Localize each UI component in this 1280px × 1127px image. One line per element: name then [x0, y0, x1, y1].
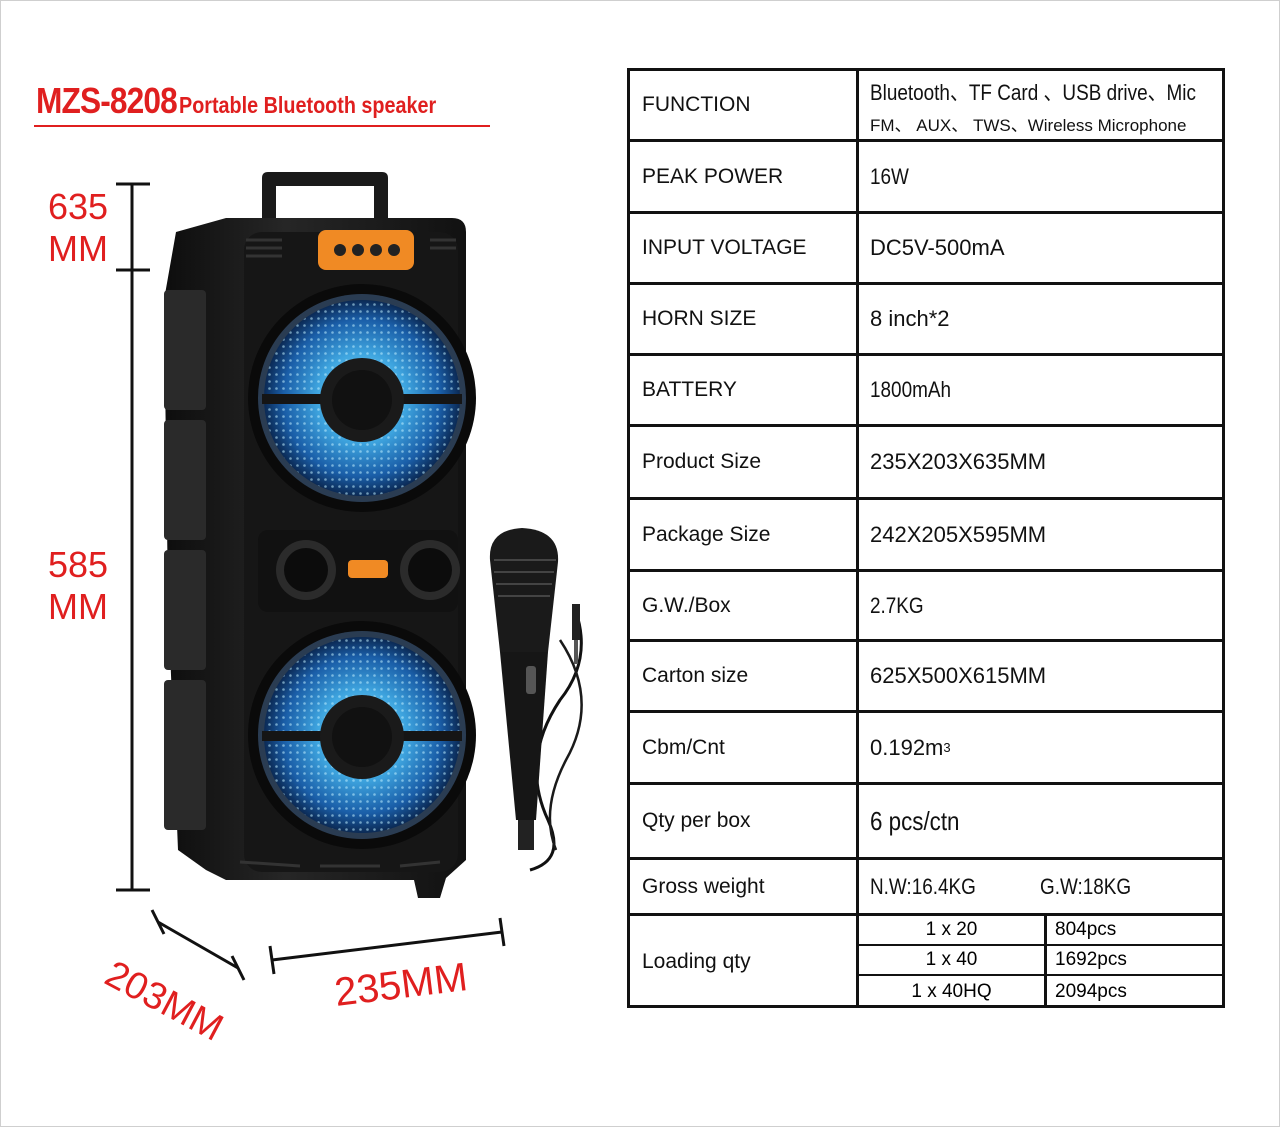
spec-row-gw-box: G.W./Box 2.7KG: [630, 572, 1222, 642]
body-dimension-value: 585: [47, 544, 109, 585]
height-dimension-line: [116, 182, 150, 892]
spec-table: FUNCTION Bluetooth、TF Card 、USB drive、Mi…: [627, 68, 1225, 1008]
spec-key: HORN SIZE: [642, 307, 757, 330]
spec-row-carton-size: Carton size 625X500X615MM: [630, 642, 1222, 713]
top-dimension-unit: MM: [48, 228, 108, 269]
spec-key: FUNCTION: [642, 93, 751, 116]
lower-woofer: [248, 621, 476, 849]
product-title: MZS-8208 Portable Bluetooth speaker: [36, 80, 478, 122]
loading-qty: 2094pcs: [1055, 981, 1127, 1002]
function-line-1: Bluetooth、TF Card 、USB drive、Mic: [870, 79, 1196, 105]
spec-key: Gross weight: [642, 874, 765, 898]
spec-row-loading-qty: Loading qty 1 x 20 804pcs 1 x 40 1692pcs…: [630, 916, 1222, 1008]
spec-row-qty: Qty per box 6 pcs/ctn: [630, 785, 1222, 860]
spec-value: 6 pcs/ctn: [870, 805, 960, 836]
cbm-value: 0.192m: [870, 734, 944, 760]
loading-row: 1 x 40HQ 2094pcs: [859, 976, 1222, 1008]
spec-value: 16W: [870, 163, 909, 189]
spec-key: INPUT VOLTAGE: [642, 236, 807, 259]
loading-subtable: 1 x 20 804pcs 1 x 40 1692pcs 1 x 40HQ 20…: [859, 916, 1222, 1008]
loading-row: 1 x 40 1692pcs: [859, 946, 1222, 976]
control-panel: [318, 230, 414, 270]
spec-value: 625X500X615MM: [870, 663, 1047, 688]
loading-container: 1 x 40: [925, 949, 978, 970]
spec-key: G.W./Box: [642, 593, 731, 617]
spec-row-peak-power: PEAK POWER 16W: [630, 142, 1222, 214]
cbm-exponent: 3: [943, 740, 951, 755]
width-dimension-line: [268, 917, 506, 975]
spec-key: Package Size: [642, 522, 771, 546]
product-illustration: [116, 172, 583, 981]
product-subtitle: Portable Bluetooth speaker: [178, 92, 436, 118]
body-dimension-label: 585 MM: [30, 544, 126, 628]
spec-row-battery: BATTERY 1800mAh: [630, 356, 1222, 427]
loading-qty: 1692pcs: [1055, 949, 1127, 970]
function-line-2: FM、 AUX、 TWS、Wireless Microphone: [870, 115, 1187, 135]
spec-value: Bluetooth、TF Card 、USB drive、Mic FM、 AUX…: [870, 71, 1220, 139]
body-dimension-unit: MM: [48, 586, 108, 627]
spec-row-function: FUNCTION Bluetooth、TF Card 、USB drive、Mi…: [630, 71, 1222, 142]
spec-value: 235X203X635MM: [870, 449, 1047, 474]
loading-container: 1 x 40HQ: [911, 981, 992, 1002]
microphone-image: [489, 528, 583, 872]
spec-row-package-size: Package Size 242X205X595MM: [630, 500, 1222, 572]
spec-key: BATTERY: [642, 378, 737, 401]
spec-row-product-size: Product Size 235X203X635MM: [630, 427, 1222, 500]
loading-qty: 804pcs: [1055, 919, 1117, 940]
model-number: MZS-8208: [36, 80, 178, 121]
loading-container: 1 x 20: [925, 919, 978, 940]
spec-value: 1800mAh: [870, 377, 952, 402]
speaker-image: [164, 172, 476, 898]
depth-dimension-line: [150, 909, 246, 981]
top-dimension-label: 635 MM: [30, 186, 126, 270]
spec-key: PEAK POWER: [642, 164, 784, 188]
spec-key: Qty per box: [642, 809, 751, 832]
bass-ports: [258, 530, 460, 612]
spec-value: 242X205X595MM: [870, 521, 1047, 547]
spec-row-horn-size: HORN SIZE 8 inch*2: [630, 285, 1222, 356]
gross-nw: N.W:16.4KG: [870, 873, 976, 899]
spec-value: DC5V-500mA: [870, 235, 1005, 260]
spec-value: N.W:16.4KG G.W:18KG: [870, 860, 1220, 913]
gross-gw: G.W:18KG: [1040, 873, 1132, 899]
spec-key: Loading qty: [642, 950, 751, 973]
spec-value: 8 inch*2: [870, 306, 950, 331]
spec-value: 2.7KG: [870, 592, 924, 618]
spec-key: Product Size: [642, 450, 762, 473]
spec-key: Carton size: [642, 664, 749, 687]
loading-row: 1 x 20 804pcs: [859, 916, 1222, 946]
spec-row-input-voltage: INPUT VOLTAGE DC5V-500mA: [630, 214, 1222, 285]
upper-woofer: [248, 284, 476, 512]
title-underline: [34, 125, 490, 127]
spec-row-gross-weight: Gross weight N.W:16.4KG G.W:18KG: [630, 860, 1222, 916]
spec-key: Cbm/Cnt: [642, 735, 725, 759]
top-dimension-value: 635: [47, 186, 109, 227]
